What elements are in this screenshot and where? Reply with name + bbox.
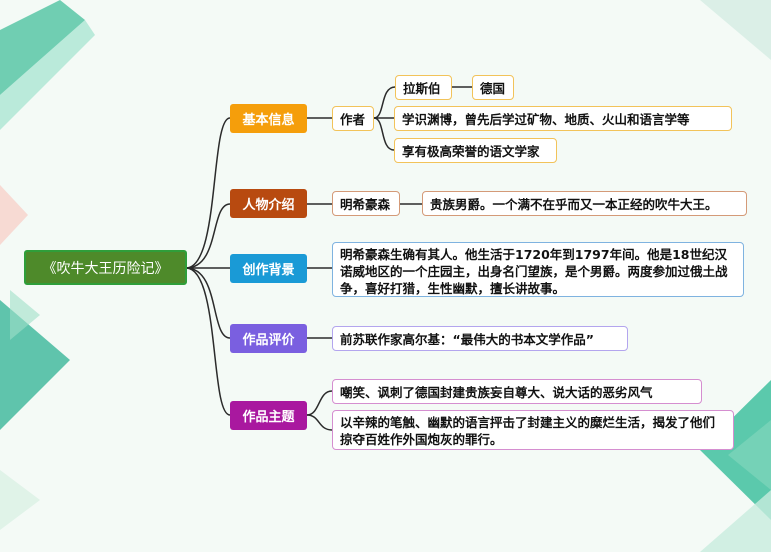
- branch-creation-background: 创作背景: [230, 254, 307, 283]
- branch-work-theme: 作品主题: [230, 401, 307, 430]
- branch-basic-info: 基本信息: [230, 104, 307, 133]
- author-country: 德国: [472, 75, 514, 100]
- author-learning: 学识渊博，曾先后学过矿物、地质、火山和语言学等: [394, 106, 732, 131]
- background-text: 明希豪森生确有其人。他生活于1720年到1797年间。他是18世纪汉诺威地区的一…: [332, 242, 744, 297]
- author-name: 拉斯伯: [395, 75, 452, 100]
- character-name: 明希豪森: [332, 191, 400, 216]
- root-title: 《吹牛大王历险记》: [24, 250, 187, 285]
- theme-point-1: 嘲笑、讽刺了德国封建贵族妄自尊大、说大话的恶劣风气: [332, 379, 702, 404]
- author-honor: 享有极高荣誉的语文学家: [394, 138, 557, 163]
- character-desc: 贵族男爵。一个满不在乎而又一本正经的吹牛大王。: [422, 191, 747, 216]
- branch-work-review: 作品评价: [230, 324, 307, 353]
- author-label: 作者: [332, 106, 374, 131]
- review-text: 前苏联作家高尔基：“最伟大的书本文学作品”: [332, 326, 628, 351]
- theme-point-2: 以辛辣的笔触、幽默的语言抨击了封建主义的糜烂生活，揭发了他们掠夺百姓作外国炮灰的…: [332, 410, 734, 450]
- branch-character-intro: 人物介绍: [230, 189, 307, 218]
